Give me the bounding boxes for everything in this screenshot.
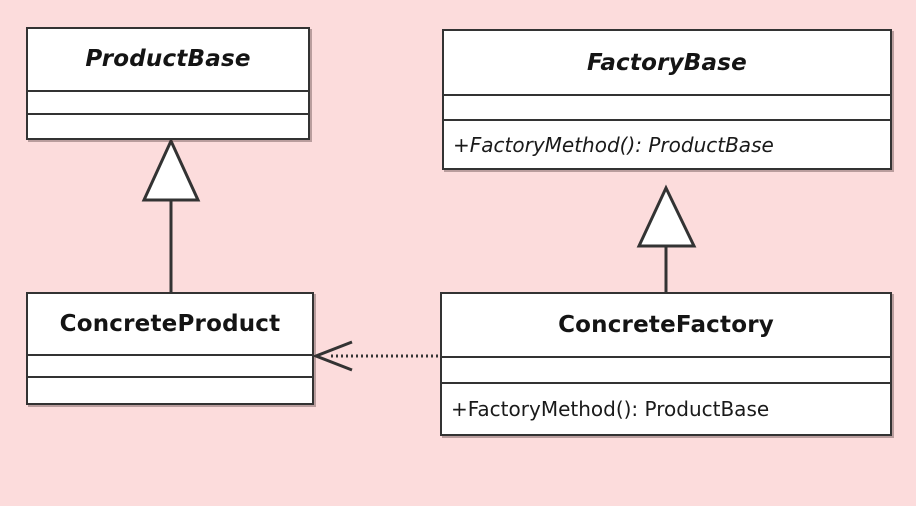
class-name-concreteproduct: ConcreteProduct — [59, 311, 281, 337]
attributes-compartment-productbase — [28, 89, 308, 114]
class-name-factorybase: FactoryBase — [587, 49, 747, 76]
class-box-productbase[interactable]: ProductBase — [26, 27, 310, 140]
operations-compartment-factorybase: +FactoryMethod(): ProductBase — [444, 119, 890, 168]
class-name-compartment-concreteproduct: ConcreteProduct — [28, 294, 312, 354]
class-name-productbase: ProductBase — [85, 46, 251, 73]
open-arrowhead-dependency — [311, 340, 353, 372]
class-box-factorybase[interactable]: FactoryBase +FactoryMethod(): ProductBas… — [442, 29, 892, 170]
class-box-concreteproduct[interactable]: ConcreteProduct — [26, 292, 314, 405]
operation-factorymethod-concretefactory: +FactoryMethod(): ProductBase — [451, 397, 770, 421]
hollow-triangle-arrowhead-right — [636, 184, 697, 248]
operations-compartment-concretefactory: +FactoryMethod(): ProductBase — [442, 382, 890, 434]
operations-compartment-productbase — [28, 113, 308, 138]
class-name-compartment-productbase: ProductBase — [28, 29, 308, 90]
attributes-compartment-concreteproduct — [28, 354, 312, 376]
operations-compartment-concreteproduct — [28, 376, 312, 403]
attributes-compartment-concretefactory — [442, 356, 890, 382]
generalization-concretefactory-to-factorybase — [636, 184, 697, 292]
attributes-compartment-factorybase — [444, 94, 890, 119]
class-box-concretefactory[interactable]: ConcreteFactory +FactoryMethod(): Produc… — [440, 292, 892, 436]
hollow-triangle-arrowhead-left — [141, 137, 201, 202]
operation-factorymethod-factorybase: +FactoryMethod(): ProductBase — [453, 132, 774, 157]
class-name-compartment-concretefactory: ConcreteFactory — [442, 294, 890, 356]
class-name-compartment-factorybase: FactoryBase — [444, 31, 890, 94]
generalization-concreteproduct-to-productbase — [141, 137, 201, 292]
dependency-concretefactory-to-concreteproduct — [311, 340, 438, 372]
class-name-concretefactory: ConcreteFactory — [558, 312, 774, 338]
